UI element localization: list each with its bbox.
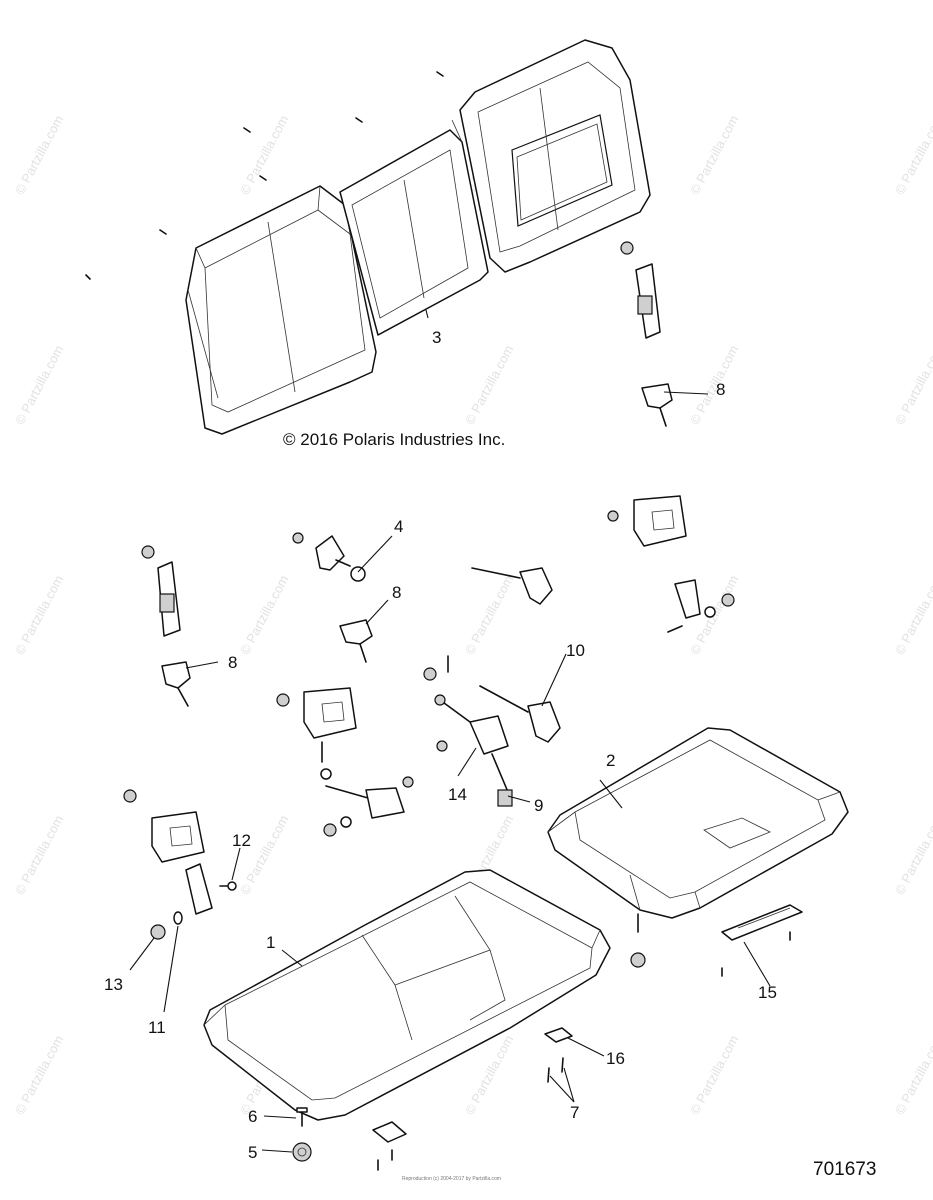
seat-cushion-left <box>203 869 611 1121</box>
callout-6: 6 <box>248 1107 257 1126</box>
callout-8-middle: 8 <box>392 583 401 602</box>
callout-14: 14 <box>448 785 467 804</box>
callout-16: 16 <box>606 1049 625 1068</box>
diagram-number: 701673 <box>813 1159 876 1180</box>
callout-labels: 3 8 4 8 8 10 2 9 14 12 1 13 15 11 16 7 6… <box>104 328 777 1162</box>
callout-8-left: 8 <box>228 653 237 672</box>
hardware-pieces <box>150 863 803 1171</box>
leader-lines <box>129 309 771 1153</box>
callout-12: 12 <box>232 831 251 850</box>
callout-13: 13 <box>104 975 123 994</box>
callout-11: 11 <box>148 1018 166 1037</box>
callout-2: 2 <box>606 751 615 770</box>
callout-5: 5 <box>248 1143 257 1162</box>
callout-8-upper-right: 8 <box>716 380 725 399</box>
seat-belt-parts <box>123 241 735 863</box>
callout-3: 3 <box>432 328 441 347</box>
callout-1: 1 <box>266 933 275 952</box>
footer-text: Reproduction (c) 2004-2017 by Partzilla.… <box>402 1176 501 1182</box>
callout-9: 9 <box>534 796 543 815</box>
callout-15: 15 <box>758 983 777 1002</box>
copyright-notice: © 2016 Polaris Industries Inc. <box>283 430 505 449</box>
seat-back-assembly <box>85 39 651 435</box>
callout-10: 10 <box>566 641 585 660</box>
callout-7: 7 <box>570 1103 579 1122</box>
callout-4: 4 <box>394 517 403 536</box>
seat-cushion-right <box>547 727 849 919</box>
